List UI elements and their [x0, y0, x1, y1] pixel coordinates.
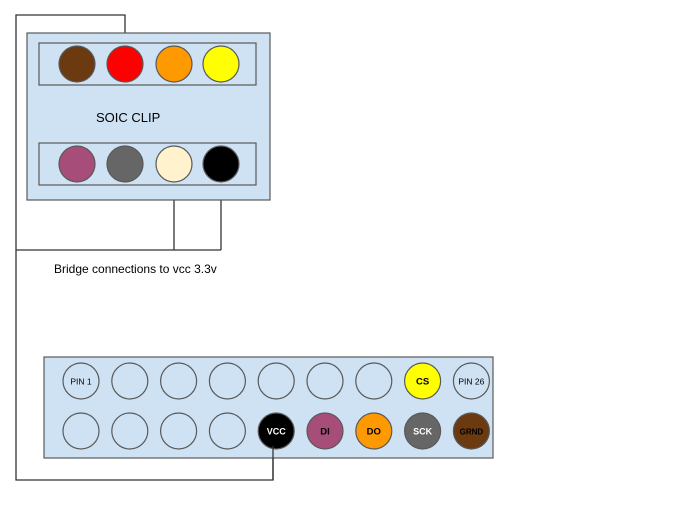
pin-header: PIN 1 CS PIN 26 VCC DI DO SCK GRND [43, 356, 494, 459]
header-top-pin-8 [404, 362, 442, 400]
header-bottom-pins: VCC DI DO SCK GRND [62, 412, 490, 450]
header-top-pin-label-8: CS [416, 377, 429, 388]
header-top-pin-3 [160, 362, 198, 400]
soic-top-pins [58, 45, 240, 83]
header-bottom-pin-6 [306, 412, 344, 450]
header-bottom-pin-label-5: VCC [267, 427, 287, 437]
soic-clip: SOIC CLIP [26, 32, 271, 201]
soic-top-pin-3 [155, 45, 193, 83]
soic-top-pin-4 [202, 45, 240, 83]
header-bottom-pin-1 [62, 412, 100, 450]
soic-bottom-pin-4 [202, 145, 240, 183]
header-top-pin-5 [257, 362, 295, 400]
header-top-pin-9 [452, 362, 490, 400]
header-bottom-pin-label-6: DI [320, 427, 330, 438]
header-top-pin-6 [306, 362, 344, 400]
header-bottom-pin-7 [355, 412, 393, 450]
header-bottom-pin-8 [404, 412, 442, 450]
header-bottom-pin-3 [160, 412, 198, 450]
header-top-pin-1 [62, 362, 100, 400]
header-top-pin-label-9: PIN 26 [458, 377, 484, 387]
soic-top-pin-1 [58, 45, 96, 83]
soic-bottom-pin-1 [58, 145, 96, 183]
soic-clip-label: SOIC CLIP [96, 110, 160, 125]
header-top-pin-2 [111, 362, 149, 400]
soic-bottom-pin-3 [155, 145, 193, 183]
header-bottom-pin-label-8: SCK [413, 427, 433, 437]
soic-bottom-pin-2 [106, 145, 144, 183]
header-bottom-pin-label-7: DO [367, 427, 381, 438]
header-top-pin-4 [208, 362, 246, 400]
header-bottom-pin-label-9: GRND [460, 428, 484, 437]
header-bottom-pin-2 [111, 412, 149, 450]
soic-bottom-pins [58, 145, 240, 183]
header-bottom-pin-4 [208, 412, 246, 450]
bridge-note: Bridge connections to vcc 3.3v [54, 262, 217, 276]
header-top-pin-7 [355, 362, 393, 400]
header-top-pin-label-1: PIN 1 [70, 377, 92, 387]
header-bottom-pin-5 [257, 412, 295, 450]
header-top-pins: PIN 1 CS PIN 26 [62, 362, 490, 400]
soic-top-pin-2 [106, 45, 144, 83]
header-bottom-pin-9 [452, 412, 490, 450]
